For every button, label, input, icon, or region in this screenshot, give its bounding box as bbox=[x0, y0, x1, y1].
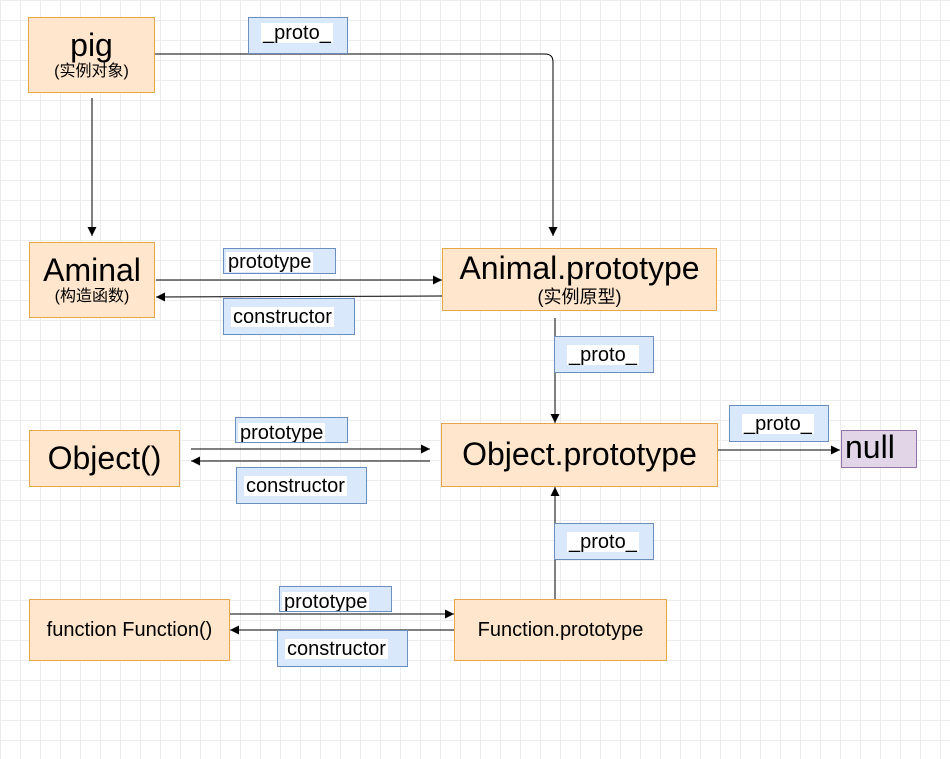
node-null[interactable]: null bbox=[841, 430, 917, 468]
label-prototype-function-text: prototype bbox=[282, 591, 370, 612]
label-constructor-aminal: constructor bbox=[223, 298, 355, 335]
node-pig[interactable]: pig (实例对象) bbox=[28, 17, 155, 93]
node-aminal[interactable]: Aminal (构造函数) bbox=[29, 242, 155, 318]
label-constructor-aminal-text: constructor bbox=[231, 306, 334, 328]
label-proto-function-text: _proto_ bbox=[567, 531, 639, 553]
label-proto-function: _proto_ bbox=[554, 523, 654, 560]
label-constructor-function: constructor bbox=[277, 630, 408, 667]
label-proto-animal-text: _proto_ bbox=[567, 344, 639, 366]
node-pig-subtitle: (实例对象) bbox=[54, 63, 129, 81]
node-animal-prototype-title: Animal.prototype bbox=[459, 250, 700, 287]
node-animal-prototype-subtitle: (实例原型) bbox=[537, 286, 622, 307]
label-prototype-aminal: prototype bbox=[223, 248, 336, 274]
label-proto-null-text: _proto_ bbox=[742, 413, 814, 435]
node-function-fn-title: function Function() bbox=[46, 618, 213, 641]
label-constructor-object: constructor bbox=[236, 467, 367, 504]
node-aminal-title: Aminal bbox=[43, 251, 141, 288]
node-animal-prototype[interactable]: Animal.prototype (实例原型) bbox=[442, 248, 717, 311]
label-proto-pig-text: _proto_ bbox=[261, 22, 333, 44]
node-null-title: null bbox=[845, 429, 895, 465]
label-proto-pig: _proto_ bbox=[248, 17, 348, 54]
label-proto-animal: _proto_ bbox=[554, 336, 654, 373]
label-proto-null: _proto_ bbox=[729, 405, 829, 442]
label-prototype-object: prototype bbox=[235, 417, 348, 443]
node-aminal-subtitle: (构造函数) bbox=[54, 288, 130, 306]
node-object-fn[interactable]: Object() bbox=[29, 430, 180, 487]
label-prototype-object-text: prototype bbox=[238, 422, 326, 443]
label-prototype-function: prototype bbox=[279, 586, 392, 612]
label-constructor-object-text: constructor bbox=[244, 475, 347, 497]
edge-animal-constructor bbox=[155, 292, 443, 302]
node-pig-title: pig bbox=[70, 26, 113, 63]
node-object-prototype[interactable]: Object.prototype bbox=[441, 423, 718, 487]
node-function-prototype[interactable]: Function.prototype bbox=[454, 599, 667, 661]
node-object-prototype-title: Object.prototype bbox=[462, 436, 697, 473]
node-object-fn-title: Object() bbox=[47, 439, 162, 476]
node-function-prototype-title: Function.prototype bbox=[477, 618, 644, 641]
edge-pig-proto bbox=[155, 53, 558, 236]
label-constructor-function-text: constructor bbox=[285, 638, 388, 660]
node-function-fn[interactable]: function Function() bbox=[29, 599, 230, 661]
label-prototype-aminal-text: prototype bbox=[226, 251, 314, 273]
